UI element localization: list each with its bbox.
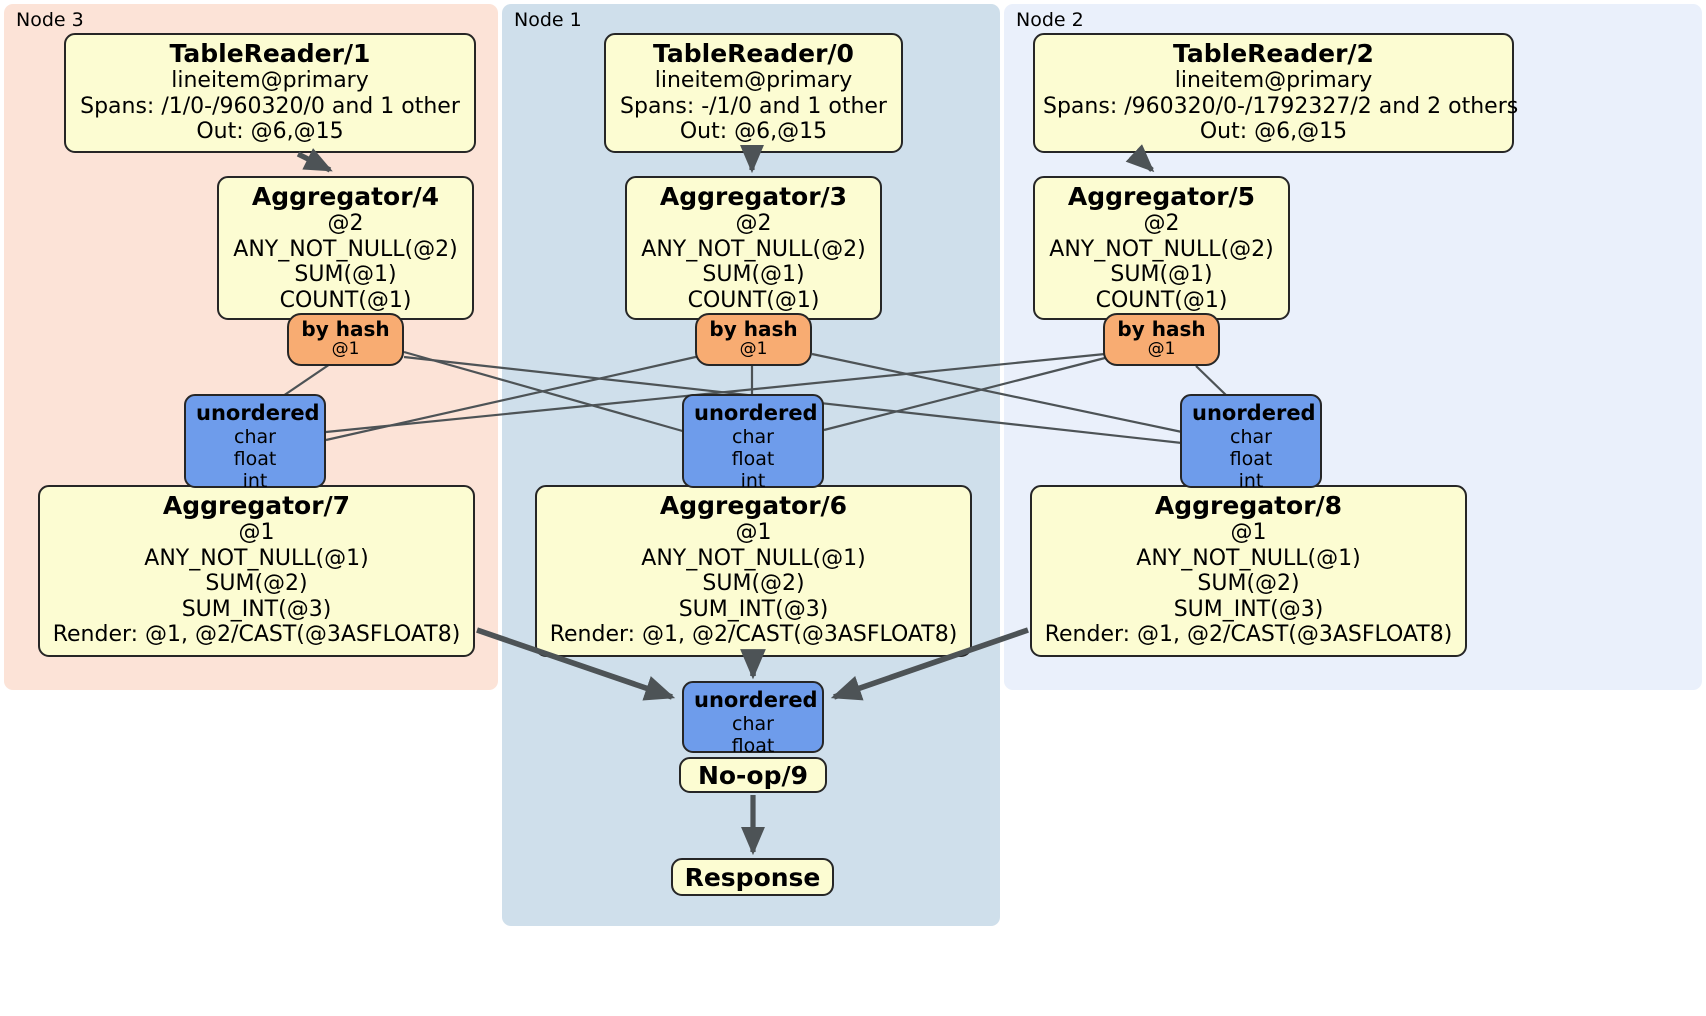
processor-title: TableReader/0	[653, 39, 854, 68]
processor-line: @2	[735, 211, 772, 236]
processor-aggregator-7[interactable]: Aggregator/7 @1 ANY_NOT_NULL(@1) SUM(@2)…	[38, 485, 475, 657]
processor-title: TableReader/1	[169, 39, 371, 68]
synchronizer-line: char	[732, 712, 774, 735]
processor-noop-9[interactable]: No-op/9	[679, 757, 827, 793]
processor-aggregator-6[interactable]: Aggregator/6 @1 ANY_NOT_NULL(@1) SUM(@2)…	[535, 485, 972, 657]
synchronizer-line: int	[242, 470, 268, 492]
processor-line: ANY_NOT_NULL(@2)	[1049, 236, 1274, 262]
processor-title: Aggregator/6	[659, 491, 848, 520]
processor-line: Render: @1, @2/CAST(@3ASFLOAT8)	[1044, 622, 1453, 648]
processor-title: Aggregator/5	[1067, 182, 1256, 211]
processor-line: ANY_NOT_NULL(@1)	[1136, 545, 1361, 571]
processor-title: TableReader/2	[1173, 39, 1374, 68]
processor-title: Aggregator/4	[251, 182, 440, 211]
processor-table-reader-2[interactable]: TableReader/2 lineitem@primary Spans: /9…	[1033, 33, 1519, 153]
synchronizer-line: float	[731, 447, 775, 470]
processor-line: Out: @6,@15	[196, 119, 344, 145]
processor-table-reader-0[interactable]: TableReader/0 lineitem@primary Spans: -/…	[604, 33, 903, 153]
processor-line: @2	[327, 211, 364, 236]
processor-line: lineitem@primary	[171, 68, 369, 93]
processor-line: @1	[735, 520, 772, 545]
processor-line: ANY_NOT_NULL(@1)	[641, 545, 866, 571]
processor-line: SUM(@1)	[702, 262, 805, 288]
processor-line: SUM(@2)	[1197, 571, 1300, 597]
processor-title: No-op/9	[697, 761, 809, 790]
synchronizer-line: int	[1238, 470, 1264, 492]
processor-line: @1	[238, 520, 275, 545]
processor-line: Out: @6,@15	[679, 119, 828, 145]
synchronizer-line: int	[740, 470, 766, 492]
synchronizer-unordered-right[interactable]: unordered char float int	[1180, 394, 1322, 492]
synchronizer-unordered-final[interactable]: unordered char float	[682, 681, 824, 757]
router-title: by hash	[709, 317, 798, 341]
synchronizer-title: unordered	[196, 401, 320, 425]
processor-line: @1	[1230, 520, 1267, 545]
processor-line: COUNT(@1)	[1095, 287, 1228, 313]
processor-line: Spans: /1/0-/960320/0 and 1 other	[80, 93, 460, 119]
processor-line: @2	[1143, 211, 1180, 236]
processor-line: Render: @1, @2/CAST(@3ASFLOAT8)	[52, 622, 461, 648]
processor-title: Response	[684, 863, 821, 892]
synchronizer-unordered-left[interactable]: unordered char float int	[184, 394, 326, 492]
router-title: by hash	[301, 317, 390, 341]
processor-aggregator-5[interactable]: Aggregator/5 @2 ANY_NOT_NULL(@2) SUM(@1)…	[1033, 176, 1290, 320]
processor-aggregator-4[interactable]: Aggregator/4 @2 ANY_NOT_NULL(@2) SUM(@1)…	[217, 176, 474, 320]
processor-title: Aggregator/8	[1154, 491, 1343, 520]
processor-line: Spans: /960320/0-/1792327/2 and 2 others	[1043, 93, 1519, 119]
synchronizer-line: float	[731, 734, 775, 757]
node-panel-label-node2: Node 2	[1016, 9, 1084, 31]
router-title: by hash	[1117, 317, 1206, 341]
synchronizer-title: unordered	[694, 401, 818, 425]
processor-line: Render: @1, @2/CAST(@3ASFLOAT8)	[549, 622, 958, 648]
processor-line: ANY_NOT_NULL(@2)	[641, 236, 866, 262]
processor-line: lineitem@primary	[1174, 68, 1373, 93]
synchronizer-line: float	[233, 447, 277, 470]
processor-title: Aggregator/3	[659, 182, 848, 211]
router-by-hash-center[interactable]: by hash @1	[695, 313, 812, 366]
processor-title: Aggregator/7	[162, 491, 351, 520]
processor-aggregator-8[interactable]: Aggregator/8 @1 ANY_NOT_NULL(@1) SUM(@2)…	[1030, 485, 1467, 657]
processor-line: SUM(@1)	[294, 262, 397, 288]
synchronizer-line: char	[1230, 425, 1272, 448]
processor-line: COUNT(@1)	[279, 287, 412, 313]
synchronizer-line: float	[1229, 447, 1273, 470]
node-panel-label-node1: Node 1	[514, 9, 582, 31]
synchronizer-line: char	[732, 425, 774, 448]
router-line: @1	[739, 339, 768, 360]
processor-line: SUM(@2)	[205, 571, 308, 597]
router-by-hash-left[interactable]: by hash @1	[287, 313, 404, 366]
processor-line: COUNT(@1)	[687, 287, 820, 313]
processor-line: Spans: -/1/0 and 1 other	[620, 93, 887, 119]
processor-line: SUM(@2)	[702, 571, 805, 597]
processor-line: SUM(@1)	[1110, 262, 1213, 288]
synchronizer-title: unordered	[1192, 401, 1316, 425]
router-line: @1	[331, 339, 360, 360]
processor-aggregator-3[interactable]: Aggregator/3 @2 ANY_NOT_NULL(@2) SUM(@1)…	[625, 176, 882, 320]
processor-response[interactable]: Response	[671, 858, 834, 896]
processor-line: ANY_NOT_NULL(@2)	[233, 236, 458, 262]
router-by-hash-right[interactable]: by hash @1	[1103, 313, 1220, 366]
synchronizer-line: char	[234, 425, 276, 448]
processor-table-reader-1[interactable]: TableReader/1 lineitem@primary Spans: /1…	[64, 33, 476, 153]
router-line: @1	[1147, 339, 1176, 360]
processor-line: lineitem@primary	[654, 68, 853, 93]
processor-line: SUM_INT(@3)	[181, 596, 332, 622]
processor-line: SUM_INT(@3)	[1173, 596, 1324, 622]
synchronizer-title: unordered	[694, 688, 818, 712]
node-panel-label-node3: Node 3	[16, 9, 84, 31]
processor-line: Out: @6,@15	[1199, 119, 1348, 145]
synchronizer-unordered-center[interactable]: unordered char float int	[682, 394, 824, 492]
processor-line: SUM_INT(@3)	[678, 596, 829, 622]
processor-line: ANY_NOT_NULL(@1)	[144, 545, 369, 571]
